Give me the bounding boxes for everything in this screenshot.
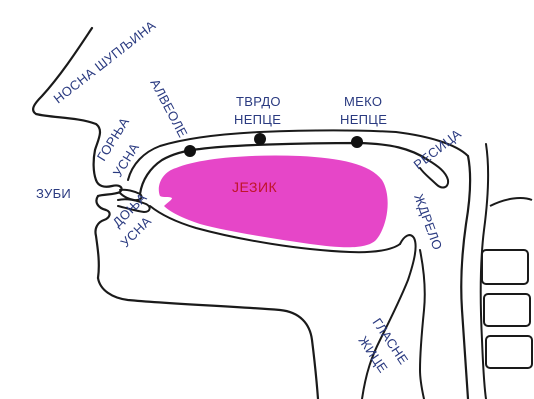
label-nasal-cavity: НОСНА ШУПЉИНА [51, 17, 159, 106]
point-hard-palate [254, 133, 266, 145]
label-hard-palate-1: ТВРДО [236, 94, 281, 109]
point-soft-palate [351, 136, 363, 148]
nose-profile-outline [33, 28, 100, 180]
larynx-outline [420, 250, 425, 399]
vertebra-top-outline [490, 198, 532, 206]
vertebra-1 [482, 250, 528, 284]
label-teeth: ЗУБИ [36, 186, 71, 201]
vertebra-3 [486, 336, 532, 368]
jaw-outline [98, 278, 318, 399]
upper-lip-outline [96, 180, 122, 196]
label-soft-palate-1: МЕКО [344, 94, 382, 109]
label-soft-palate-2: НЕПЦЕ [340, 112, 387, 127]
label-hard-palate-2: НЕПЦЕ [234, 112, 281, 127]
pharynx-front-outline [362, 235, 416, 399]
lower-lip-chin-outline [95, 196, 109, 278]
vertebra-2 [484, 294, 530, 326]
tongue-shape [159, 156, 388, 248]
pharynx-back-outline [461, 156, 470, 399]
point-alveoli [184, 145, 196, 157]
label-alveoli: АЛВЕОЛЕ [147, 76, 190, 140]
label-tongue: ЈЕЗИК [232, 179, 278, 195]
